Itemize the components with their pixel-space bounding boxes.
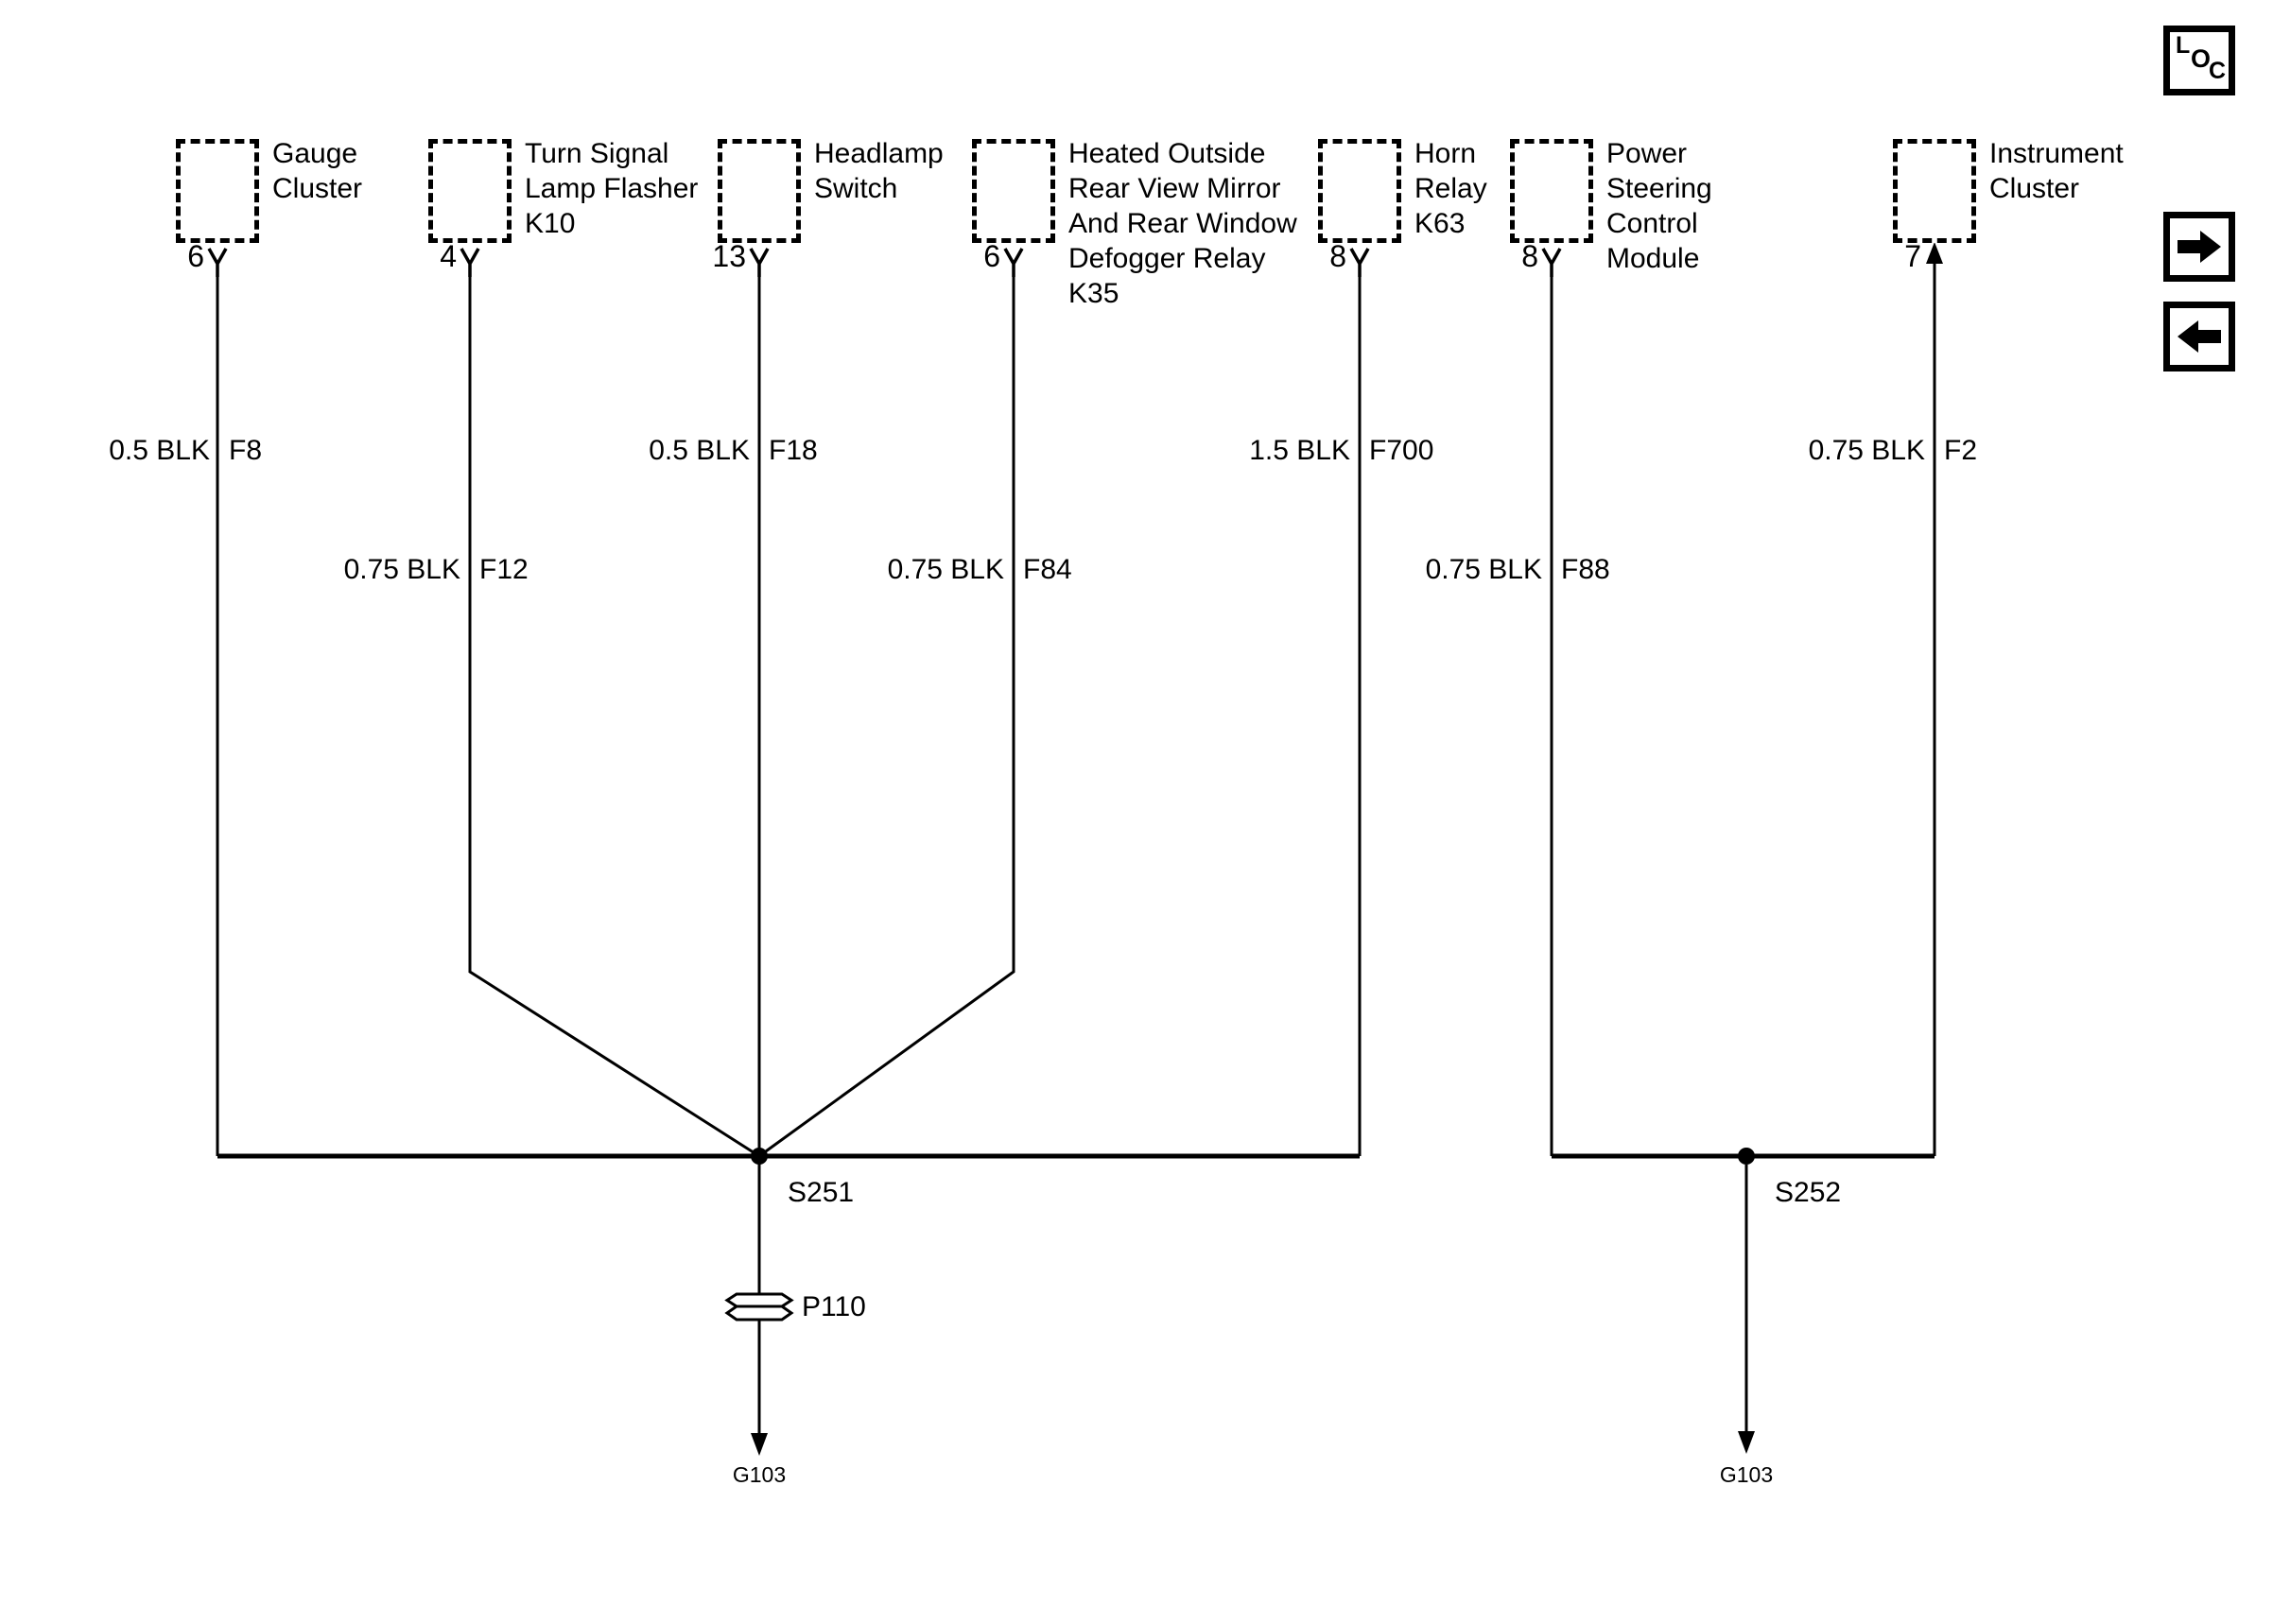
connector-label-horn-relay: Horn Relay K63 [1414,138,1487,239]
p110-symbol [724,1292,794,1322]
wire-turn-signal-flasher [468,274,760,1158]
terminal-y-symbols [207,248,1562,277]
connector-box-gauge-cluster [176,139,259,243]
splice-dot-s252 [1738,1148,1755,1165]
connector-label-instrument-cluster: Instrument Cluster [1989,138,2124,204]
ground-arrow-right [1738,1431,1755,1454]
loc-letter-l: L [2176,32,2191,59]
wire-circuit-label: F18 [769,435,818,466]
wire-circuit-label: F12 [479,554,529,585]
arrow-left-icon [2178,320,2221,353]
pin-number-pscm: 8 [1521,239,1538,273]
wire-gauge-label: 0.75 BLK [1425,554,1542,585]
pin-number-horn-relay: 8 [1329,239,1346,273]
ground-arrow-left [751,1433,768,1456]
splice-dot-s251 [751,1148,768,1165]
connector-box-turn-signal-flasher [428,139,512,243]
connector-box-instrument-cluster [1893,139,1976,243]
wire-gauge-label: 0.75 BLK [887,554,1004,585]
connector-label-defogger-relay: Heated Outside Rear View Mirror And Rear… [1068,138,1297,309]
connector-label-turn-signal-flasher: Turn Signal Lamp Flasher K10 [525,138,699,239]
loc-button[interactable]: L O C [2163,26,2235,95]
prev-page-button[interactable] [2163,302,2235,371]
terminal-arrow-up [1926,242,1943,264]
pin-number-defogger-relay: 6 [983,239,1000,273]
connector-label-gauge-cluster: Gauge Cluster [272,138,363,204]
wire-gauge-label: 0.75 BLK [1808,435,1925,466]
wire-gauge-label: 0.5 BLK [109,435,210,466]
splice-label-s251: S251 [788,1177,855,1208]
loc-letter-c: C [2209,58,2227,84]
wire-defogger-relay [758,274,1015,1158]
splice-label-s252: S252 [1775,1177,1842,1208]
pass-through-label-p110: P110 [802,1291,866,1322]
next-page-button[interactable] [2163,212,2235,282]
wire-gauge-label: 0.5 BLK [649,435,750,466]
pin-number-instrument-cluster: 7 [1904,239,1921,273]
connector-label-pscm: Power Steering Control Module [1606,138,1712,274]
connector-box-headlamp-switch [718,139,801,243]
wire-circuit-label: F8 [229,435,263,466]
wire-circuit-label: F88 [1561,554,1610,585]
connector-label-headlamp-switch: Headlamp Switch [814,138,944,204]
wire-circuit-label: F700 [1369,435,1434,466]
loc-letter-o: O [2191,44,2212,73]
ground-label-g103-left: G103 [732,1462,787,1487]
connector-box-defogger-relay [972,139,1055,243]
ground-label-g103-right: G103 [1719,1462,1774,1487]
connector-box-horn-relay [1318,139,1401,243]
pin-number-gauge-cluster: 6 [187,239,204,273]
pin-number-headlamp-switch: 13 [712,239,746,273]
pin-number-turn-signal-flasher: 4 [440,239,457,273]
connector-box-pscm [1510,139,1593,243]
wire-gauge-label: 1.5 BLK [1249,435,1350,466]
wire-circuit-label: F2 [1944,435,1978,466]
wire-gauge-label: 0.75 BLK [343,554,460,585]
arrow-right-icon [2178,231,2221,263]
wire-circuit-label: F84 [1023,554,1072,585]
